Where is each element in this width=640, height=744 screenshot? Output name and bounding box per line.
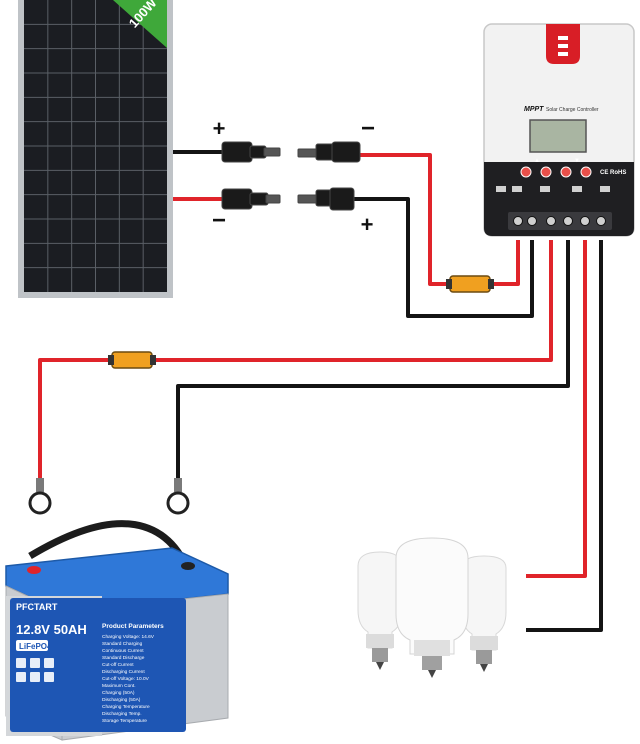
svg-text:▲: ▲ xyxy=(534,158,540,164)
led-bulb-center xyxy=(395,537,469,678)
pv-positive-symbol: + xyxy=(361,212,374,237)
controller-button-2 xyxy=(540,166,552,178)
battery-params-title: Product Parameters xyxy=(102,623,164,630)
battery-chemistry-label: LiFePO4 xyxy=(19,642,52,651)
solar-panel: 100W xyxy=(18,0,173,298)
terminal-screw xyxy=(580,216,590,226)
controller-button-3 xyxy=(560,166,572,178)
battery-red-wire xyxy=(38,240,553,488)
controller-button-4 xyxy=(580,166,592,178)
battery-black-wire xyxy=(176,240,570,488)
battery-param-line: Charging (50A) xyxy=(102,690,135,696)
panel-positive-symbol: + xyxy=(213,116,226,141)
controller-status-icons xyxy=(496,186,610,192)
battery-warning-icons xyxy=(16,658,54,682)
battery-param-line: Charging Voltage: 14.6V xyxy=(102,634,155,640)
battery-param-line: Storage Temperature xyxy=(102,718,147,724)
load-red-wire xyxy=(526,240,587,578)
mc4-male-connector-top xyxy=(221,141,281,163)
wires xyxy=(38,150,603,632)
battery-param-line: Discharging Current xyxy=(102,669,145,675)
terminal-screw xyxy=(513,216,523,226)
battery-param-line: Cut-off Current xyxy=(102,662,134,668)
pv-red-wire xyxy=(358,153,520,286)
battery-param-line: Maximum Cont. xyxy=(102,683,136,689)
battery-param-line: Standard Charging xyxy=(102,641,143,647)
charge-controller: MPPT Solar Charge Controller ▲ ▼ CE RoHS xyxy=(483,23,635,237)
solar-cells xyxy=(24,0,167,292)
controller-lcd-screen xyxy=(529,119,587,153)
led-bulb-left xyxy=(357,551,403,670)
battery-param-line: Cut-off Voltage: 10.0V xyxy=(102,676,150,682)
controller-cert-label: CE RoHS xyxy=(600,170,626,176)
battery-red-ring-terminal xyxy=(28,478,52,515)
controller-buttons: ▲ ▼ xyxy=(520,158,592,178)
mc4-female-connector-bottom xyxy=(297,187,355,211)
battery-black-ring-terminal xyxy=(166,478,190,515)
battery-param-line: Discharging Temp. xyxy=(102,711,142,717)
terminal-screw xyxy=(563,216,573,226)
battery-fuse xyxy=(108,351,156,369)
mc4-male-connector-bottom xyxy=(221,188,281,210)
battery-label-panel xyxy=(10,598,186,732)
battery-param-line: Continuous Current xyxy=(102,648,144,654)
terminal-screw xyxy=(546,216,556,226)
battery-param-line: Charging Temperature xyxy=(102,704,150,710)
terminal-screw xyxy=(596,216,606,226)
panel-negative-symbol: − xyxy=(212,207,226,234)
led-bulb-right xyxy=(461,555,507,672)
controller-subtitle-label: Solar Charge Controller xyxy=(546,107,599,113)
led-bulbs xyxy=(357,537,507,678)
mc4-female-connector-top xyxy=(297,141,361,163)
load-black-wire xyxy=(526,240,603,632)
pv-negative-symbol: − xyxy=(361,115,375,142)
controller-terminals xyxy=(513,216,606,226)
battery-param-line: Discharging (50A) xyxy=(102,697,141,703)
battery-param-line: Standard Discharge xyxy=(102,655,145,661)
controller-button-1 xyxy=(520,166,532,178)
svg-text:▼: ▼ xyxy=(574,158,580,164)
lifepo4-battery: PFCTART 12.8V 50AH LiFePO4 Product Param… xyxy=(5,520,229,741)
controller-brand-label: MPPT xyxy=(524,106,544,113)
pv-fuse xyxy=(446,275,494,293)
pv-black-wire xyxy=(352,197,534,318)
battery-brand-label: PFCTART xyxy=(16,602,58,612)
terminal-screw xyxy=(527,216,537,226)
battery-voltage-capacity-label: 12.8V 50AH xyxy=(16,622,87,637)
